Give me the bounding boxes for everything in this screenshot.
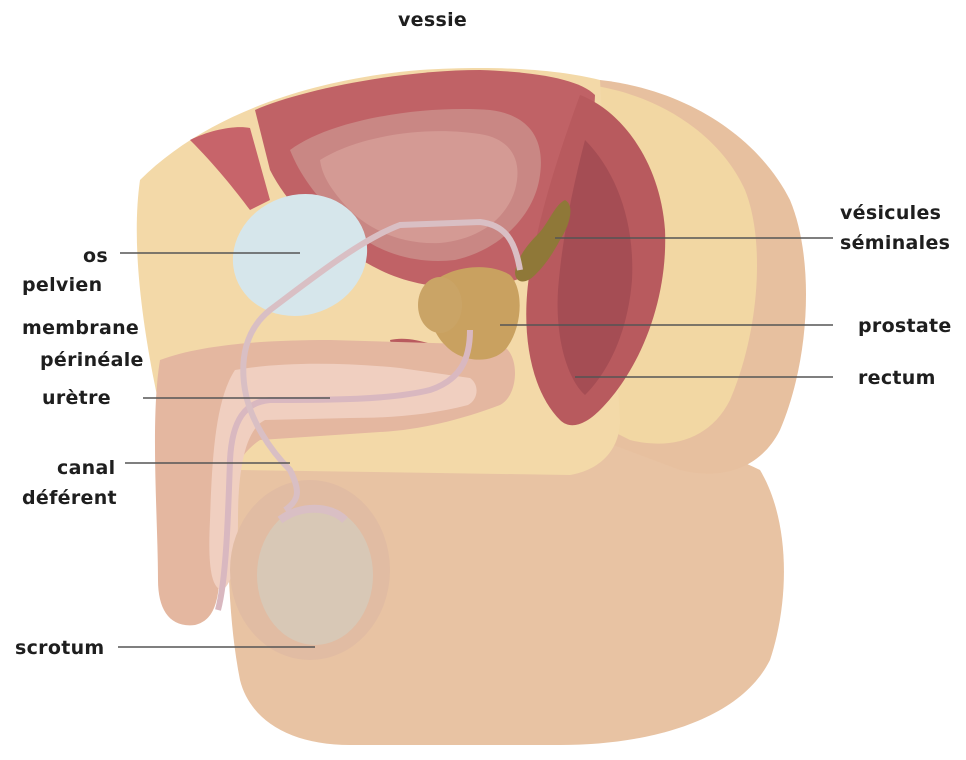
label-prostate-text: prostate xyxy=(858,314,952,338)
label-rectum: rectum xyxy=(858,366,936,390)
label-os-pelvien: os xyxy=(83,240,108,272)
label-deferent: déférent xyxy=(22,486,117,510)
label-pelvien: pelvien xyxy=(22,273,102,297)
prostate-lobe xyxy=(418,277,462,333)
label-vesicules-line1: vésicules xyxy=(840,198,950,228)
label-prostate: prostate xyxy=(858,314,952,338)
label-uretre-text: urètre xyxy=(42,386,111,410)
testis xyxy=(257,505,373,645)
label-vesicules-line2: séminales xyxy=(840,228,950,258)
label-scrotum: scrotum xyxy=(15,636,105,660)
label-canal-deferent: canal xyxy=(57,451,115,485)
label-scrotum-text: scrotum xyxy=(15,636,105,660)
label-membrane-perineale: membrane périnéale xyxy=(22,312,144,376)
label-canal-line1: canal xyxy=(57,451,115,485)
label-vessie-text: vessie xyxy=(398,8,467,32)
label-os-line1: os xyxy=(83,240,108,272)
label-rectum-text: rectum xyxy=(858,366,936,390)
label-membrane-line1: membrane xyxy=(22,312,144,344)
label-os-line2: pelvien xyxy=(22,273,102,297)
label-uretre: urètre xyxy=(42,386,111,410)
label-membrane-line2: périnéale xyxy=(22,344,144,376)
label-vessie: vessie xyxy=(398,8,467,32)
label-canal-line2: déférent xyxy=(22,486,117,510)
label-vesicules-seminales: vésicules séminales xyxy=(840,198,950,258)
